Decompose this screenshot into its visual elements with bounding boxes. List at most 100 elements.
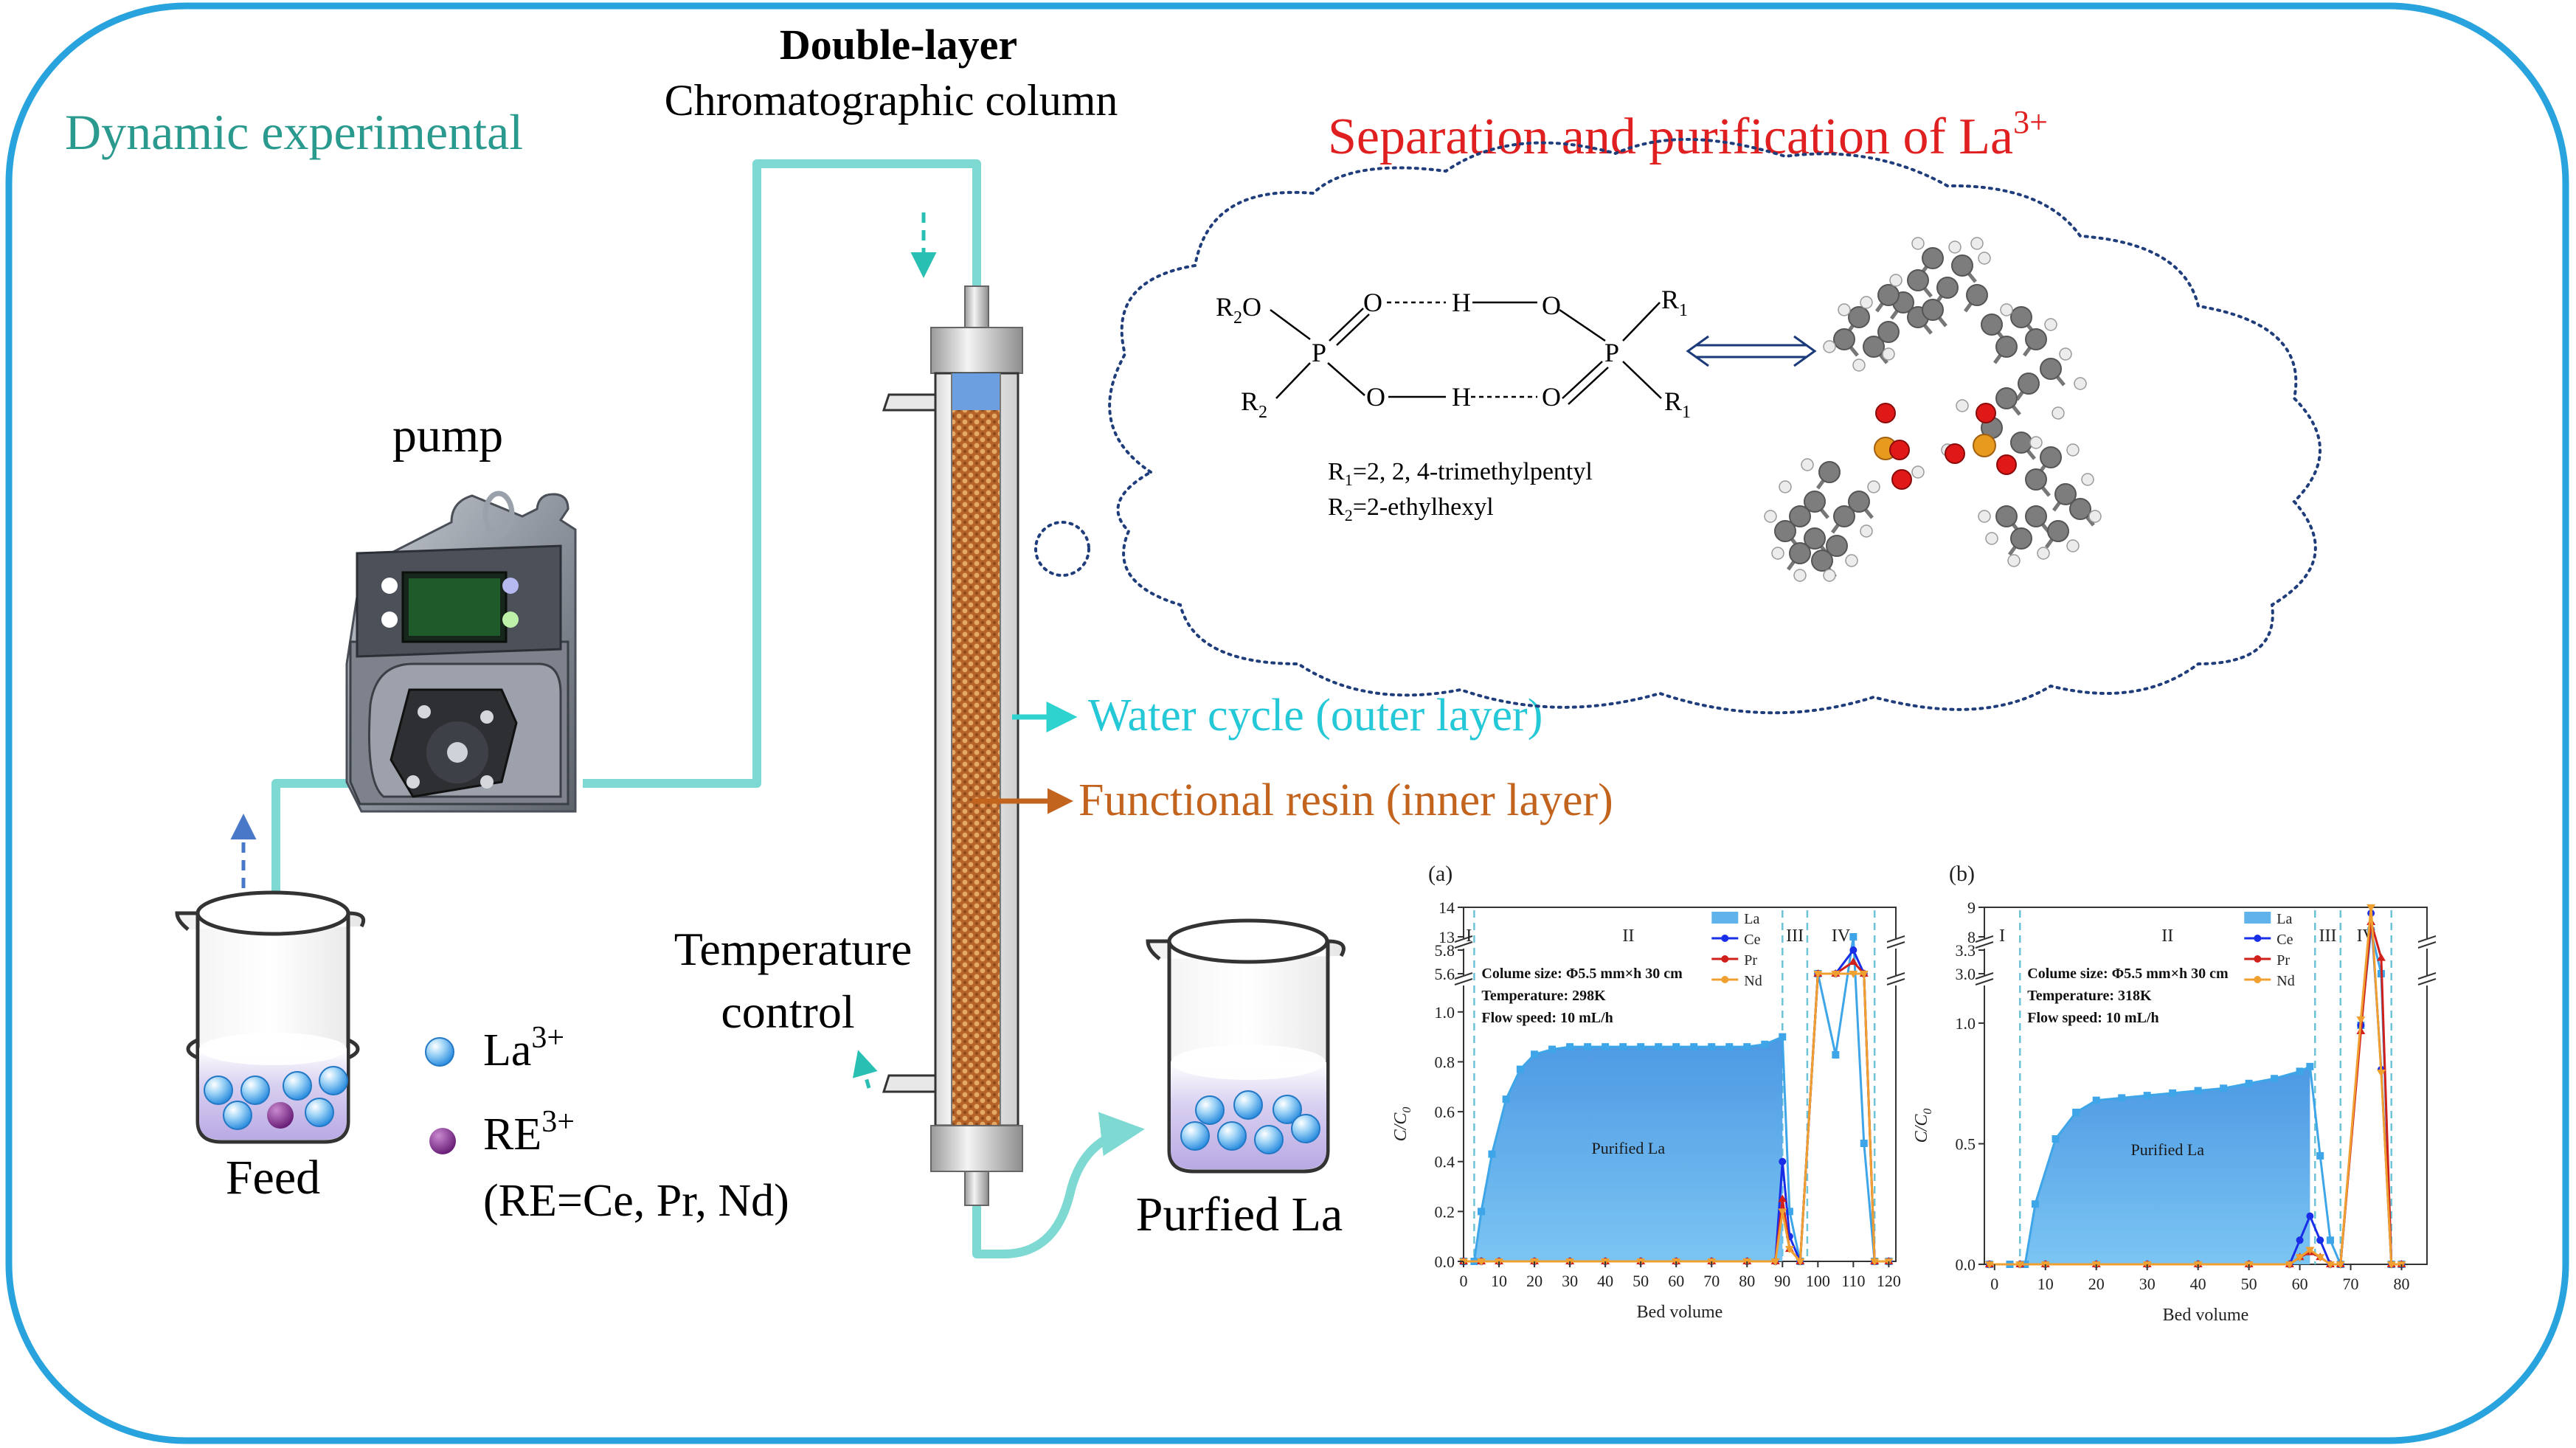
re-note: (RE=Ce, Pr, Nd) [483,1176,789,1226]
point-la [1761,1040,1769,1048]
point-la [1725,1043,1734,1051]
legend-marker-pr [1721,955,1729,963]
point-ce [2296,1236,2304,1244]
point-nd [2366,904,2376,912]
purified-la-balls [1180,1090,1320,1154]
x-tick-label: 20 [2088,1275,2105,1293]
legend-swatch-la [1711,912,1739,924]
zone-label: IV [1832,926,1851,946]
axis-break-mark [2417,935,2437,949]
point-nd [1796,1258,1805,1266]
point-la [1690,1043,1698,1051]
info-line: Colume size: Φ5.5 mm×h 30 cm [2027,966,2229,982]
point-la [1478,1208,1486,1216]
purified-label: Purfied La [1136,1188,1343,1241]
info-line: Flow speed: 10 mL/h [1481,1010,1613,1026]
zone-label: II [1622,926,1634,946]
x-tick-label: 100 [1806,1272,1830,1290]
axis-break-mark [1454,972,1473,985]
r1-top-label: R1 [1661,285,1688,320]
legend-label: La [2276,911,2292,927]
point-ce [1779,1157,1787,1165]
y-tick-label: 0.0 [1435,1253,1455,1271]
y-tick-label: 3.3 [1956,941,1976,960]
legend-marker-ce [1721,935,1729,942]
point-nd [1770,1258,1780,1266]
point-la [1860,1140,1868,1147]
x-tick-label: 30 [1562,1272,1578,1290]
area-label: Purified La [1592,1139,1666,1157]
point-la [2271,1075,2279,1083]
point-la [1743,1043,1751,1051]
legend-label: Ce [2276,932,2293,948]
point-la [1655,1043,1663,1051]
y-tick-label: 14 [1438,898,1455,917]
legend-marker-ce [2254,935,2262,942]
y-tick-label: 0.5 [1956,1135,1976,1154]
o-top-left-label: O [1363,288,1382,317]
point-nd [2336,1261,2345,1269]
x-tick-label: 30 [2139,1275,2156,1293]
thought-cloud [1034,138,2321,715]
zone-label: I [1999,926,2005,946]
legend-swatch-la [2244,912,2271,924]
x-axis-label: Bed volume [1637,1303,1723,1322]
peristaltic-pump [345,491,577,813]
y-tick-label: 1.0 [1435,1003,1455,1022]
point-nd [1849,971,1858,978]
axis-break-mark [1454,935,1473,949]
h-top-label: H [1452,288,1471,317]
series-line-nd [1989,907,2402,1266]
y-tick-label: 5.8 [1435,941,1455,960]
info-line: Flow speed: 10 mL/h [2027,1010,2158,1026]
x-tick-label: 20 [1526,1272,1543,1290]
re-legend-ball [429,1128,456,1154]
point-ce [1849,946,1857,954]
point-la [2326,1236,2334,1244]
resin-label: Functional resin (inner layer) [1078,775,1613,825]
info-line: Colume size: Φ5.5 mm×h 30 cm [1481,966,1683,982]
x-tick-label: 90 [1774,1272,1790,1290]
x-tick-label: 0 [1990,1275,1998,1293]
point-la [2220,1084,2228,1092]
o-bottom-right-label: O [1542,382,1561,412]
x-tick-label: 110 [1841,1272,1865,1290]
axis-break-mark [1886,972,1905,985]
la-legend-label: La3+ [483,1021,564,1075]
point-nd [2295,1254,2305,1262]
y-tick-label: 0.2 [1435,1202,1455,1221]
point-la [1516,1065,1524,1073]
x-tick-label: 50 [1632,1272,1649,1290]
point-nd [2015,1261,2025,1269]
feed-beaker [175,890,366,1144]
re-legend-label: RE3+ [483,1105,575,1160]
point-la [1602,1043,1610,1051]
x-tick-label: 10 [2037,1275,2054,1293]
column-title: Double-layer [780,21,1017,69]
p-right-label: P [1604,338,1619,367]
point-nd [2305,1247,2315,1255]
molecular-3d-model [1764,237,2102,582]
x-tick-label: 120 [1877,1272,1901,1290]
molecule-structure: R2O P O O H H O O P R1 R2 R1 [1216,285,1817,524]
legend-label: La [1744,911,1759,927]
point-la [2194,1087,2202,1095]
point-la [1708,1043,1716,1051]
point-la [2296,1067,2304,1075]
x-tick-label: 10 [1491,1272,1507,1290]
x-tick-label: 40 [2190,1275,2206,1293]
temperature-flow-arrow [852,1050,878,1089]
point-nd [2325,1261,2335,1269]
y-tick-label: 0.6 [1435,1103,1455,1121]
y-tick-label: 1.0 [1956,1014,1976,1033]
point-la [1584,1043,1592,1051]
info-line: Temperature: 318K [2027,988,2152,1004]
zone-label: III [2319,926,2337,946]
o-top-right-label: O [1542,291,1561,320]
axis-break-mark [1975,935,1994,949]
y-tick-label: 0.8 [1435,1053,1455,1071]
point-pr [1849,957,1858,965]
point-la [1531,1050,1539,1059]
point-nd [1813,971,1823,978]
point-la [1619,1043,1627,1051]
